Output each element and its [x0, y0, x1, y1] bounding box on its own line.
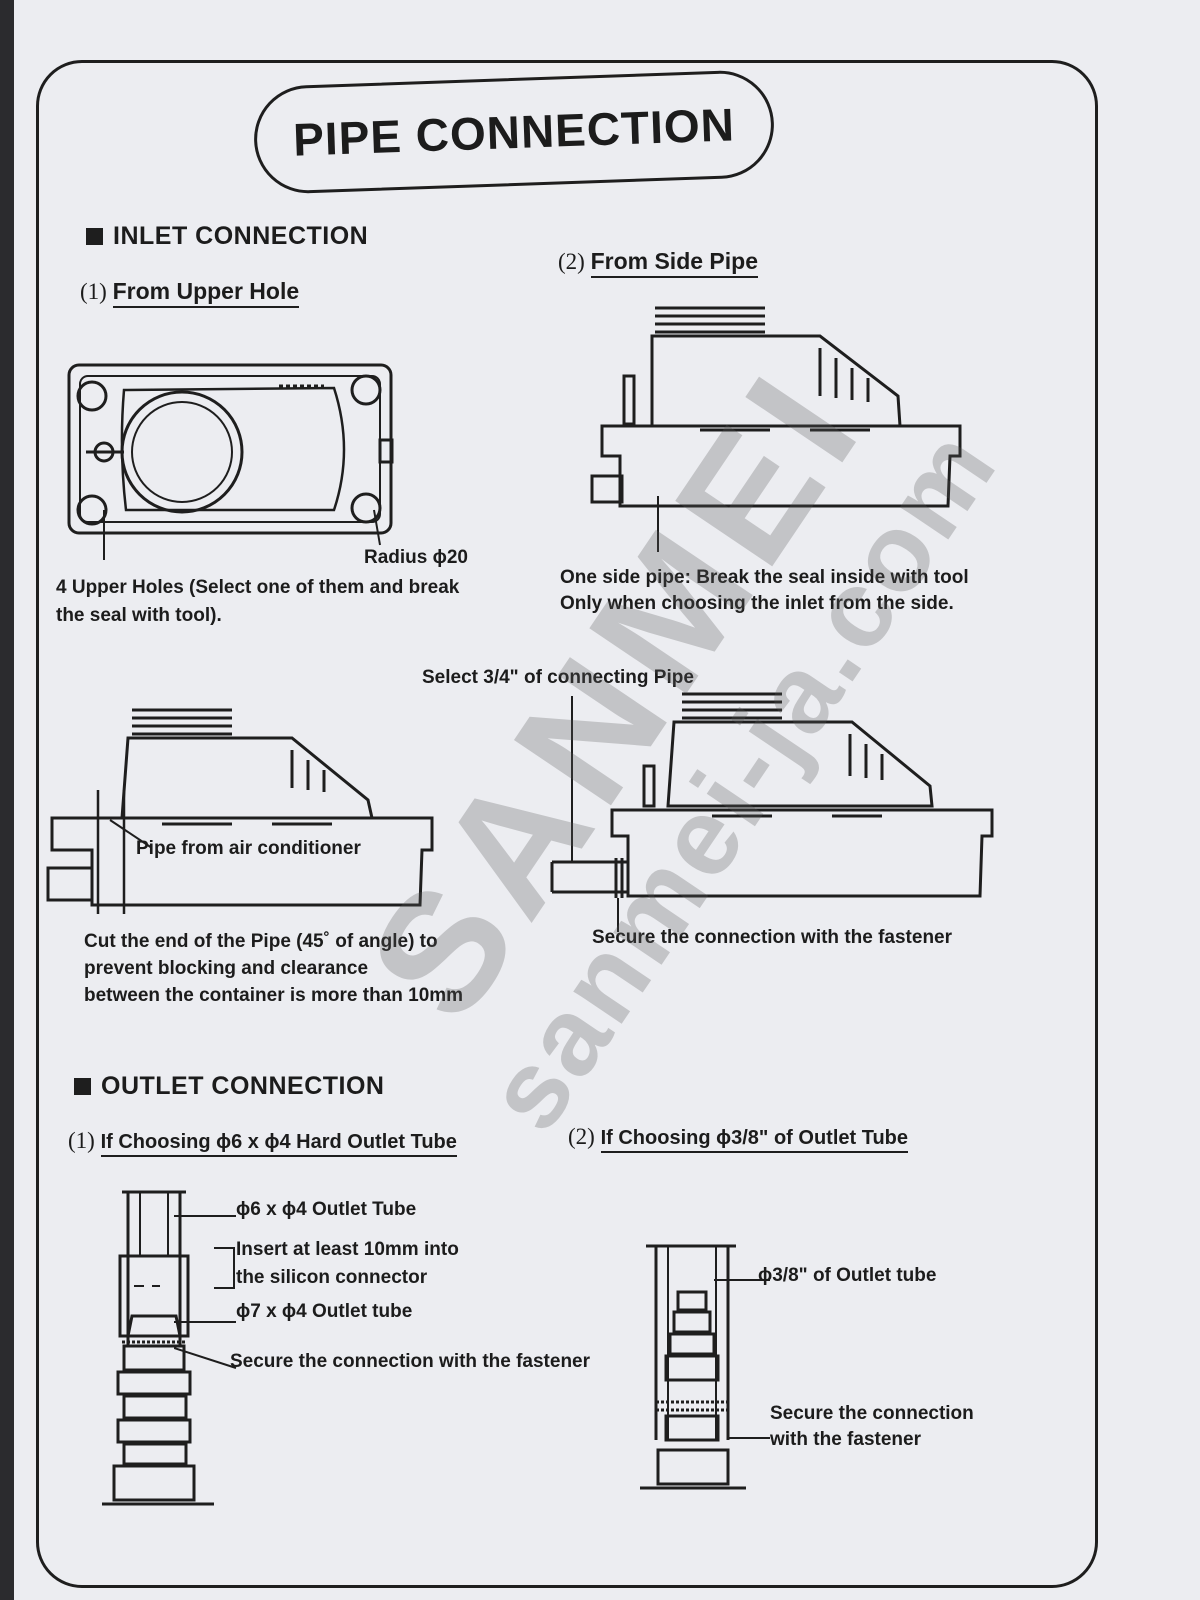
cut-caption-line2: prevent blocking and clearance: [84, 958, 369, 979]
insert-label-line2: the silicon connector: [236, 1267, 428, 1288]
secure-caption: Secure the connection with the fastener: [592, 927, 953, 948]
page-border: [36, 60, 1098, 1588]
side-pipe-caption-line2: Only when choosing the inlet from the si…: [560, 593, 954, 614]
title-box: PIPE CONNECTION: [252, 68, 776, 196]
hard-tube-subheading: (1) If Choosing ϕ6 x ϕ4 Hard Outlet Tube: [68, 1128, 457, 1157]
outlet-heading: OUTLET CONNECTION: [74, 1072, 385, 1101]
select-pipe-label: Select 3/4" of connecting Pipe: [422, 667, 694, 688]
soft-tube-subheading: (2) If Choosing ϕ3/8" of Outlet Tube: [568, 1124, 908, 1153]
square-bullet-icon: [74, 1078, 91, 1095]
manual-page: PIPE CONNECTION INLET CONNECTION (1) Fro…: [14, 0, 1200, 1600]
top-view-diagram: [67, 363, 394, 560]
side-connection-diagram: [550, 692, 994, 932]
inlet-heading: INLET CONNECTION: [86, 222, 368, 251]
side-pipe-pump-diagram: [590, 306, 962, 552]
hard-tube2-label: ϕ7 x ϕ4 Outlet tube: [236, 1301, 413, 1322]
soft-secure-line2: with the fastener: [770, 1429, 921, 1450]
upper-hole-subheading: (1) From Upper Hole: [80, 278, 300, 308]
upper-hole-caption-line1: 4 Upper Holes (Select one of them and br…: [56, 577, 460, 598]
hard-tube-label: ϕ6 x ϕ4 Outlet Tube: [236, 1199, 417, 1220]
insert-label-line1: Insert at least 10mm into: [236, 1239, 459, 1260]
cut-caption-line1: Cut the end of the Pipe (45˚ of angle) t…: [84, 931, 438, 952]
pipe-from-ac-label: Pipe from air conditioner: [136, 838, 361, 859]
upper-hole-caption-line2: the seal with tool).: [56, 605, 222, 626]
side-pipe-caption-line1: One side pipe: Break the seal inside wit…: [560, 567, 969, 588]
cut-caption-line3: between the container is more than 10mm: [84, 985, 464, 1006]
hard-leader-lines: [174, 1215, 237, 1369]
soft-outlet-tube-diagram: [640, 1244, 746, 1490]
soft-tube-label: ϕ3/8" of Outlet tube: [758, 1265, 937, 1286]
soft-secure-line1: Secure the connection: [770, 1403, 974, 1424]
pipe-from-ac-diagram: [46, 708, 434, 914]
square-bullet-icon: [86, 228, 103, 245]
radius-label: Radius ϕ20: [364, 547, 468, 568]
hard-outlet-tube-diagram: [102, 1190, 214, 1506]
page-title: PIPE CONNECTION: [292, 98, 736, 166]
soft-leader-lines: [714, 1279, 770, 1439]
side-pipe-subheading: (2) From Side Pipe: [558, 248, 759, 278]
hard-secure-label: Secure the connection with the fastener: [230, 1351, 591, 1372]
